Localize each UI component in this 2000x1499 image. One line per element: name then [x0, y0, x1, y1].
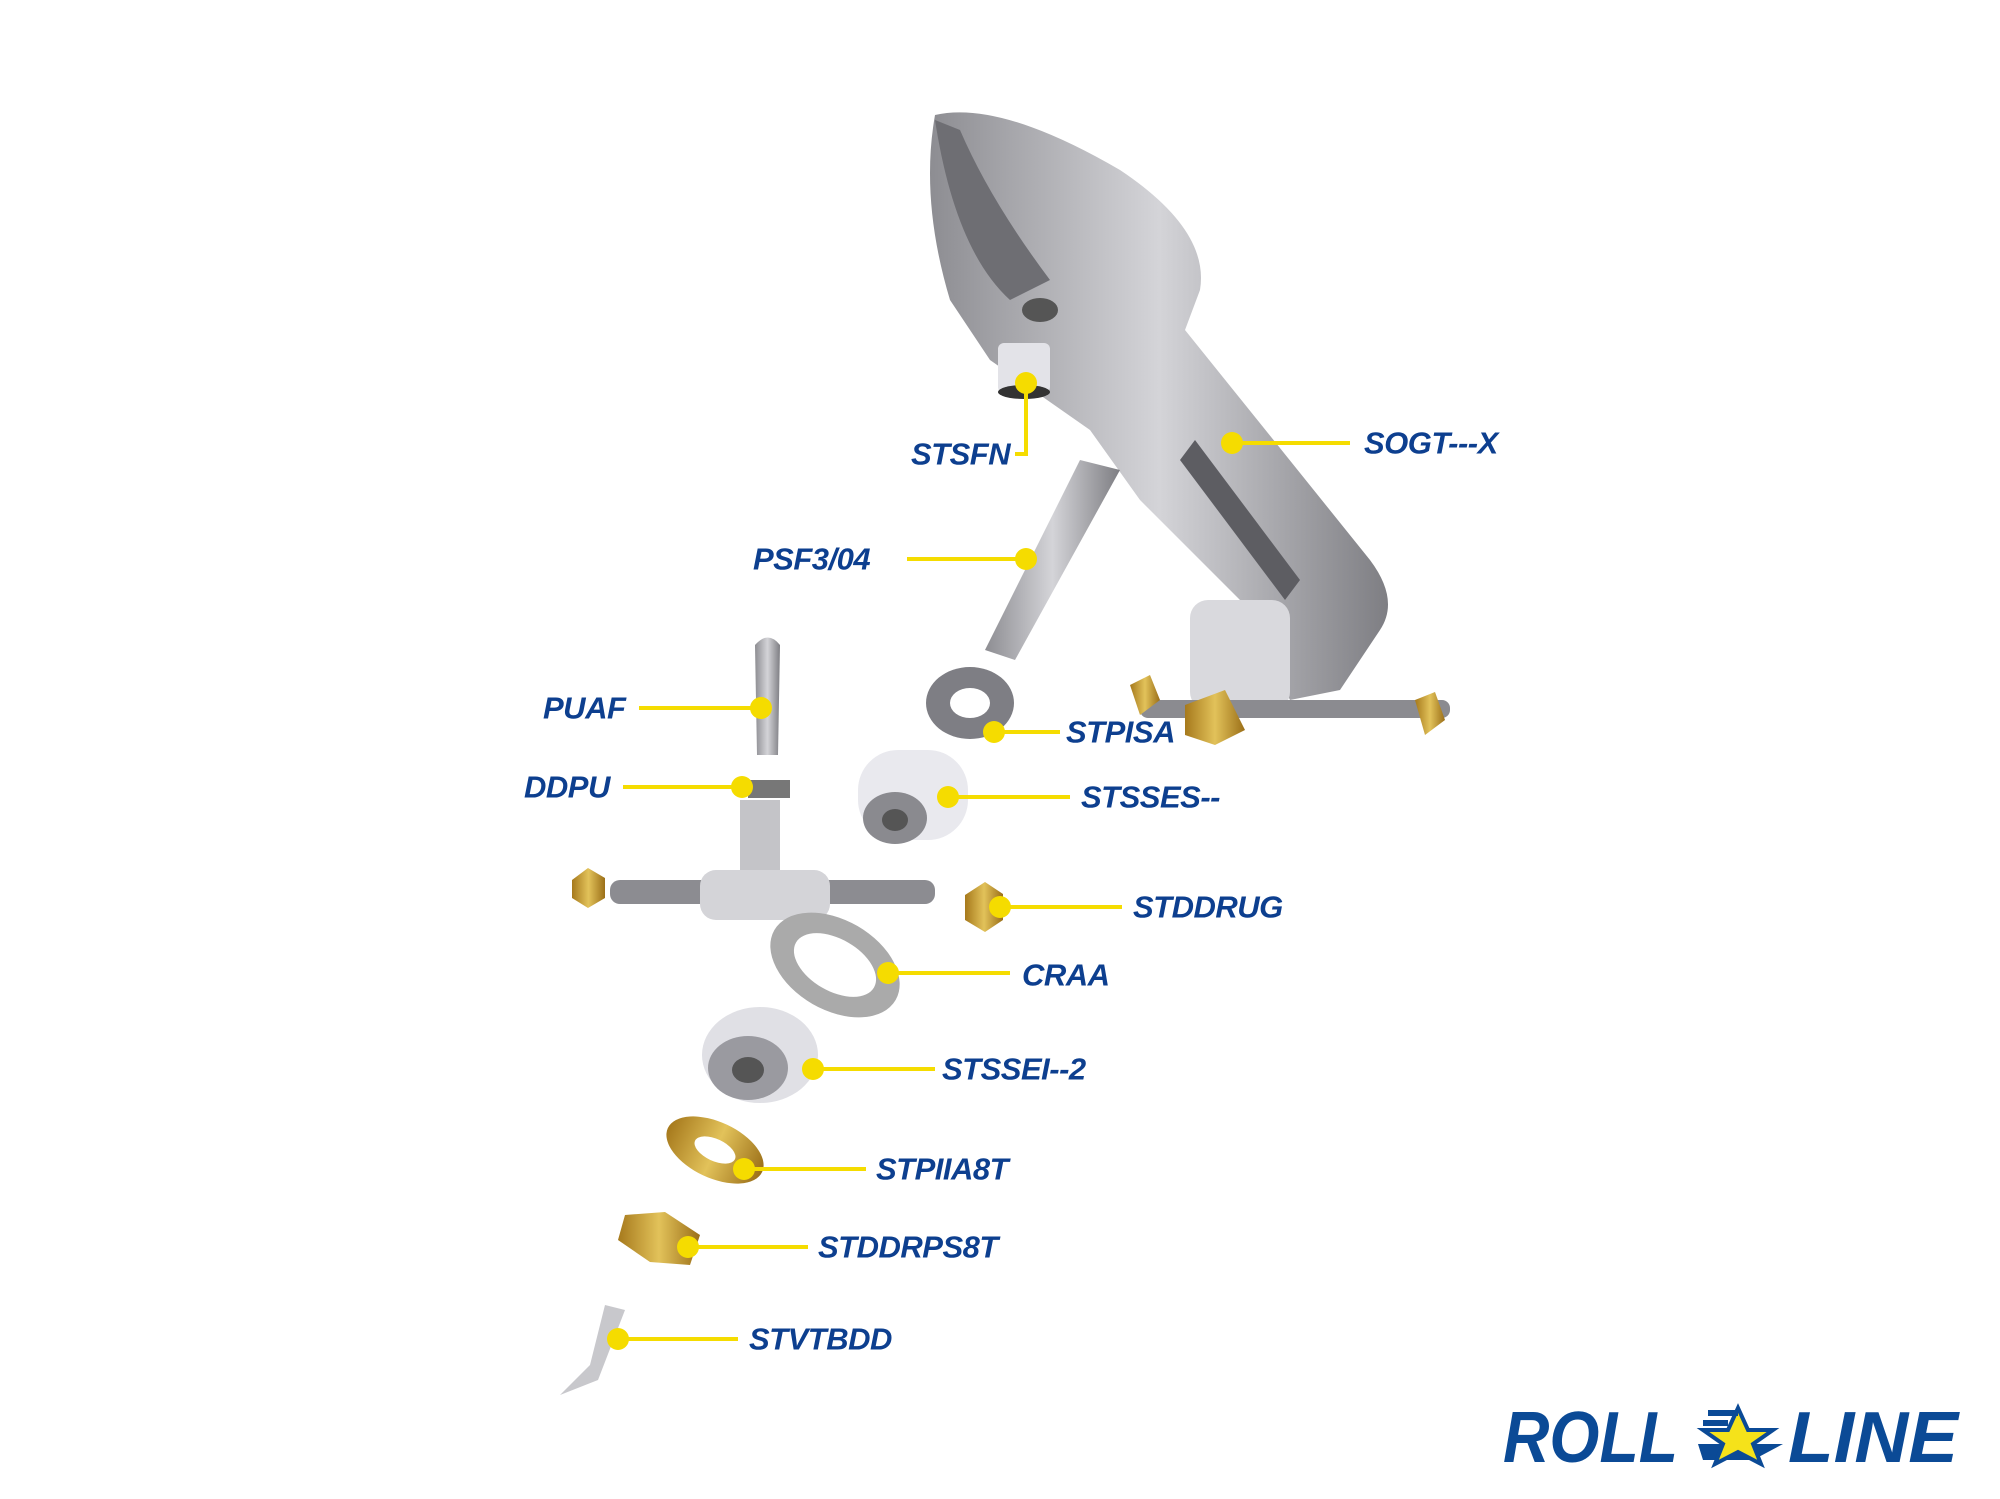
star-icon — [1696, 1403, 1783, 1469]
craa-part — [572, 800, 935, 1018]
label-stssei: STSSEI--2 — [942, 1051, 1086, 1087]
logo-text-left: ROLL — [1503, 1400, 1678, 1470]
stsfn-part — [998, 343, 1050, 393]
stddrug-part — [965, 882, 1003, 932]
label-stddrug: STDDRUG — [1133, 889, 1283, 925]
label-stvtbdd: STVTBDD — [749, 1321, 892, 1357]
label-ddpu: DDPU — [524, 769, 610, 805]
ddpu-part — [748, 780, 790, 798]
roll-line-logo: ROLL LINE — [1503, 1400, 1960, 1470]
leader-dots — [607, 372, 1243, 1350]
stvtbdd-part — [560, 1305, 625, 1395]
label-stsfn: STSFN — [911, 436, 1011, 472]
label-stsses: STSSES-- — [1081, 779, 1220, 815]
label-psf: PSF3/04 — [753, 541, 871, 577]
label-craa: CRAA — [1022, 957, 1110, 993]
leader-lines — [618, 383, 1350, 1341]
puaf-part — [755, 637, 780, 755]
label-puaf: PUAF — [543, 690, 626, 726]
label-stddrps: STDDRPS8T — [818, 1229, 998, 1265]
psf-part — [985, 460, 1120, 660]
label-stpisa: STPISA — [1066, 714, 1175, 750]
frame-sogt-part — [930, 112, 1450, 745]
logo-text-right: LINE — [1788, 1400, 1960, 1470]
label-stpiia: STPIIA8T — [876, 1151, 1009, 1187]
label-sogt: SOGT---X — [1364, 425, 1498, 461]
